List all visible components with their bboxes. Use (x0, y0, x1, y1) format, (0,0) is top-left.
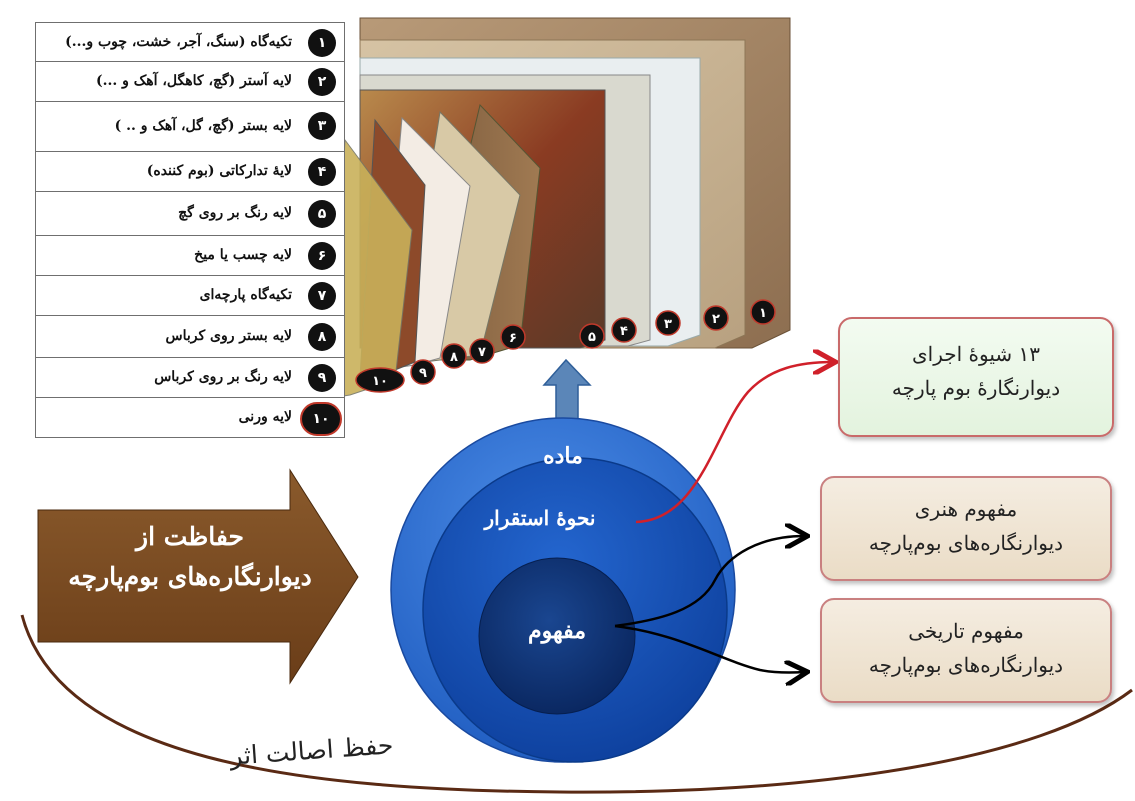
historic-concept-box: مفهوم تاریخی دیوارنگاره‌های بوم‌پارچه (820, 598, 1112, 703)
layer-label: لایه رنگ بر روی کرباس (154, 369, 292, 385)
layer-number-badge: ٨ (308, 323, 336, 351)
artistic-concept-box: مفهوم هنری دیوارنگاره‌های بوم‌پارچه (820, 476, 1112, 581)
layer-number-badge: ٧ (308, 282, 336, 310)
inner-circle-label: مفهوم (527, 618, 587, 644)
layer-number-badge: ٢ (308, 68, 336, 96)
middle-circle-label: نحوهٔ استقرار (484, 506, 596, 530)
panel-number-badge (750, 299, 776, 325)
layer-number-badge: ١ (308, 29, 336, 57)
artistic-connector (614, 536, 805, 628)
layer-number-badge: ١٠ (300, 402, 342, 436)
layer-label: تکیه‌گاه (سنگ، آجر، خشت، چوب و...) (65, 34, 292, 50)
panel-number-badge (500, 324, 526, 350)
bottom-curve (20, 614, 1133, 794)
historic-connector (614, 624, 805, 673)
layer-row-1: تکیه‌گاه (سنگ، آجر، خشت، چوب و...) ١ (35, 22, 345, 62)
execution-box-line1: ١٣ شیوهٔ اجرای (912, 342, 1040, 366)
layer-number-badge: ٣ (308, 112, 336, 140)
panel-number-badge (611, 317, 637, 343)
panel-number-badge (703, 305, 729, 331)
panel-number-badge (655, 310, 681, 336)
artistic-box-line1: مفهوم هنری (914, 497, 1018, 521)
layer-row-2: لایه آستر (گچ، کاهگل، آهک و ...) ٢ (35, 62, 345, 102)
layer-row-3: لایه بستر (گچ، گل، آهک و .. ) ٣ (35, 102, 345, 152)
preservation-arrow-text: حفاظت از دیوارنگاره‌های بوم‌پارچه (40, 517, 340, 597)
layer-row-7: تکیه‌گاه پارچه‌ای ٧ (35, 276, 345, 316)
layer-label: تکیه‌گاه پارچه‌ای (199, 287, 292, 303)
historic-box-line2: دیوارنگاره‌های بوم‌پارچه (868, 653, 1064, 677)
layer-row-4: لایهٔ تدارکاتی (بوم کننده) ۴ (35, 152, 345, 192)
preservation-arrow-line2: دیوارنگاره‌های بوم‌پارچه (68, 562, 312, 591)
outer-circle-label: ماده (543, 443, 583, 469)
panel-number-text: ۵ (588, 330, 596, 345)
layer-row-6: لایه چسب یا میخ ۶ (35, 236, 345, 276)
layer-row-5: لایه رنگ بر روی گچ ۵ (35, 192, 345, 236)
panel-number-badge (441, 343, 467, 369)
layer-row-8: لایه بستر روی کرباس ٨ (35, 316, 345, 358)
layer-label: لایهٔ تدارکاتی (بوم کننده) (146, 163, 292, 179)
layer-label: لایه چسب یا میخ (194, 247, 292, 263)
inner-circle (478, 557, 636, 715)
layer-label: لایه بستر روی کرباس (165, 328, 292, 344)
panel-number-badge (469, 338, 495, 364)
layer-label: لایه آستر (گچ، کاهگل، آهک و ...) (95, 73, 292, 89)
panel-number-text: ٣ (664, 317, 672, 332)
panel-number-text: ٩ (419, 366, 427, 381)
layer-number-badge: ٩ (308, 364, 336, 392)
artistic-box-line2: دیوارنگاره‌های بوم‌پارچه (868, 531, 1064, 555)
historic-box-line1: مفهوم تاریخی (908, 619, 1024, 643)
panel-number-badge (355, 367, 405, 393)
panel-number-text: ٧ (478, 345, 486, 360)
panel-number-text: ۶ (509, 331, 517, 346)
layer-number-badge: ۶ (308, 242, 336, 270)
execution-box-line2: دیوارنگارهٔ بوم پارچه (891, 376, 1061, 400)
up-arrow (542, 358, 592, 441)
panel-number-text: ٢ (712, 312, 720, 327)
layer-label: لایه رنگ بر روی گچ (178, 205, 292, 221)
execution-methods-box: ١٣ شیوهٔ اجرای دیوارنگارهٔ بوم پارچه (838, 317, 1114, 437)
panel-number-text: ٨ (450, 350, 458, 365)
layer-label: لایه ورنی (238, 409, 292, 425)
layer-number-badge: ۵ (308, 200, 336, 228)
layer-row-10: لایه ورنی ١٠ (35, 398, 345, 438)
panel-number-badge (410, 359, 436, 385)
panel-number-badges: ١ ٢ ٣ ۴ ۵ ۶ ٧ ٨ ٩ ١٠ (355, 299, 776, 393)
panel-number-badge (579, 323, 605, 349)
panel-number-text: ١٠ (372, 374, 388, 389)
panel-number-text: ١ (759, 306, 767, 321)
preservation-arrow (37, 468, 359, 685)
layer-number-badge: ۴ (308, 158, 336, 186)
red-connector (635, 362, 833, 524)
panel-number-text: ۴ (620, 324, 628, 339)
layer-row-9: لایه رنگ بر روی کرباس ٩ (35, 358, 345, 398)
layer-label: لایه بستر (گچ، گل، آهک و .. ) (114, 118, 292, 134)
preservation-arrow-line1: حفاظت از (136, 522, 244, 551)
